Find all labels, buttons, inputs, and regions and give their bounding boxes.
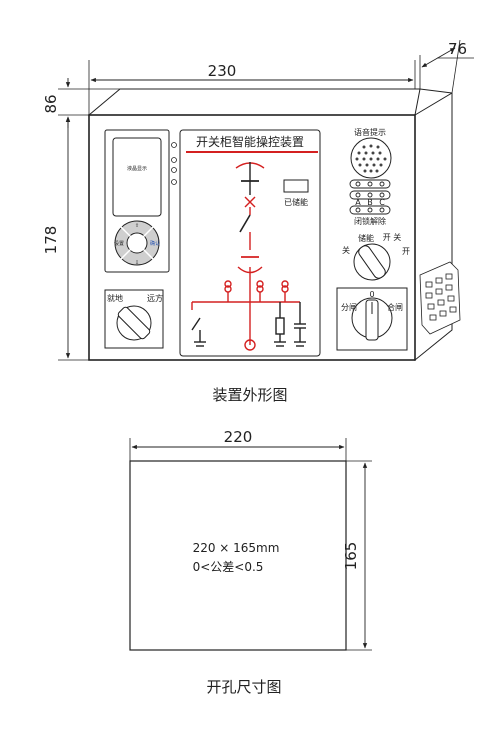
dim-vertical (58, 78, 120, 361)
lcd-label: 液晶显示 (127, 165, 147, 172)
lcd-panel (104, 129, 170, 273)
knob-close-label: 关 (342, 245, 350, 255)
dim-depth (419, 39, 474, 94)
voice-prompt-label: 语音提示 (354, 127, 386, 137)
energy-knob (353, 243, 391, 281)
dim-width-label: 230 (208, 62, 237, 80)
breaker-control-box (336, 287, 408, 351)
nav-up-icon: ⇧ (135, 223, 139, 229)
cutout-width-label: 220 (224, 428, 253, 446)
nav-wheel: ⇧ ⇩ (114, 220, 160, 266)
device-title: 开关柜智能操控装置 (196, 134, 304, 149)
knob-store-label: 储能 (358, 233, 374, 243)
cutout-dim-width (129, 438, 347, 461)
lock-release-label: 闭锁解除 (354, 216, 386, 226)
cutout-caption: 开孔尺寸图 (206, 678, 281, 696)
cutout-size-text: 220 × 165mm (193, 541, 280, 555)
cutout-rectangle (129, 460, 347, 651)
breaker-zero-label: 0 (369, 290, 374, 299)
nav-down-icon: ⇩ (135, 260, 139, 266)
device-top-face (87, 88, 421, 116)
phase-a-label: A (355, 198, 361, 207)
dim-width (88, 60, 416, 115)
indicator-lights (171, 142, 177, 185)
stored-energy-label: 已储能 (284, 197, 308, 207)
stored-energy-indicator (283, 179, 309, 193)
cutout-tolerance-text: 0<公差<0.5 (193, 560, 264, 574)
breaker-knob (351, 297, 393, 341)
device-caption: 装置外形图 (212, 386, 287, 404)
dim-depth-label: 76 (448, 40, 467, 58)
phase-indicators (349, 179, 391, 215)
rear-connector (419, 261, 461, 335)
nav-right-label: 确认 (150, 240, 160, 247)
nav-left-label: 设置 (114, 240, 124, 247)
phase-c-label: C (379, 198, 385, 207)
breaker-close-label: 合闸 (387, 302, 403, 312)
cutout-height-label: 165 (342, 542, 360, 571)
mimic-panel (179, 129, 321, 357)
knob-open-label: 开 (402, 247, 410, 256)
local-remote-knob (116, 305, 152, 341)
single-line-diagram (191, 162, 306, 351)
knob-open-text: 开 关 (383, 232, 402, 242)
device-front-panel (88, 114, 416, 361)
local-label: 就地 (107, 293, 123, 303)
remote-label: 远方 (147, 293, 163, 303)
cutout-dim-height (346, 460, 372, 651)
speaker-icon (350, 137, 392, 179)
dim-top-label: 86 (42, 94, 60, 113)
dim-height-label: 178 (42, 226, 60, 255)
breaker-open-label: 分闸 (341, 303, 357, 312)
phase-b-label: B (367, 198, 373, 207)
local-remote-box (104, 289, 164, 349)
